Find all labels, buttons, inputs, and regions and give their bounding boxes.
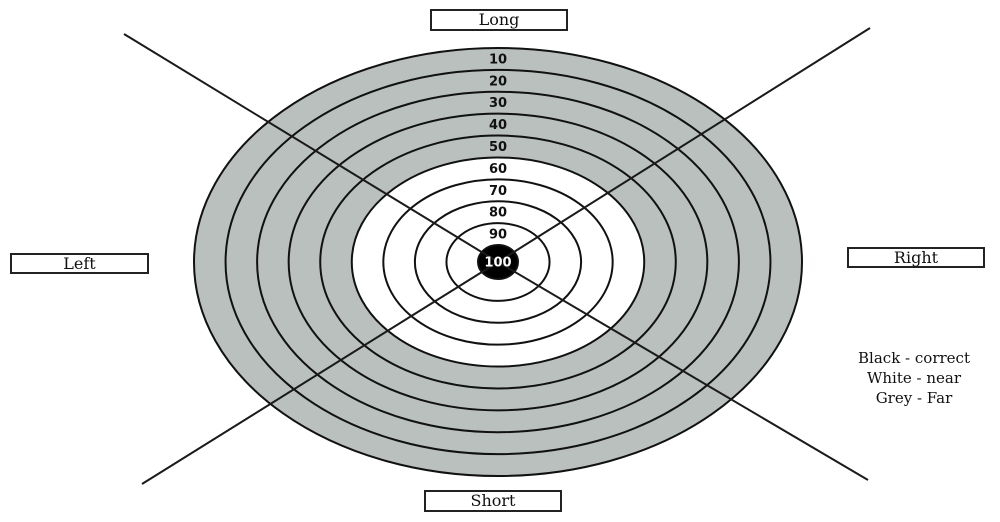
axis-line-top-left [123, 33, 499, 263]
legend-black: Black - correct [858, 349, 970, 367]
axis-line-top-right [497, 27, 871, 263]
direction-right-box: Right [847, 247, 985, 268]
legend-grey: Grey - Far [875, 389, 953, 407]
axis-line-bottom-left [141, 261, 499, 485]
direction-short-box: Short [424, 490, 562, 512]
axes-layer [123, 27, 871, 485]
ring-label-30: 30 [489, 96, 507, 111]
axis-line-bottom-right [497, 261, 869, 481]
direction-left-box: Left [10, 253, 149, 274]
direction-left-label: Left [63, 254, 96, 273]
direction-long-label: Long [478, 10, 520, 29]
ring-label-40: 40 [489, 118, 507, 133]
ring-label-70: 70 [489, 184, 507, 199]
legend: Black - correct White - near Grey - Far [845, 348, 983, 408]
ring-label-20: 20 [489, 74, 507, 89]
direction-right-label: Right [893, 248, 939, 267]
direction-short-label: Short [470, 491, 516, 510]
ring-label-50: 50 [489, 140, 507, 155]
ring-label-90: 90 [489, 228, 507, 243]
direction-long-box: Long [430, 9, 568, 31]
legend-white: White - near [866, 369, 962, 387]
ring-label-60: 60 [489, 162, 507, 177]
labels-layer: 10 20 30 40 50 60 70 80 90 100 [484, 52, 511, 270]
ring-label-10: 10 [489, 52, 507, 67]
ring-label-100: 100 [484, 256, 511, 271]
ring-label-80: 80 [489, 206, 507, 221]
